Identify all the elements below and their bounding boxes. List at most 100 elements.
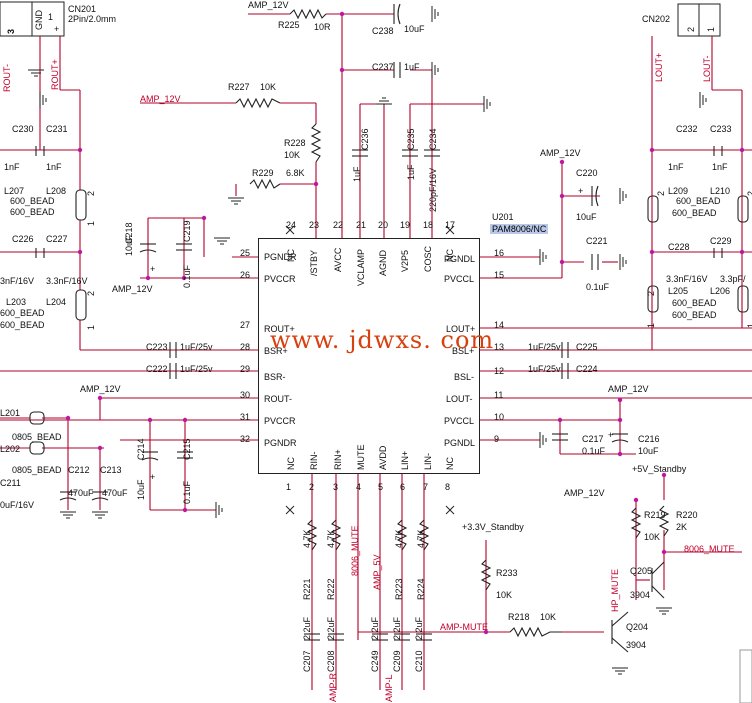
pin-name: PGNDL	[444, 254, 476, 264]
c230-ref: C230	[12, 124, 34, 134]
pin-name: PVCCL	[444, 416, 475, 426]
l209-ref: L209	[668, 186, 689, 196]
cn201-ref: CN201	[68, 4, 97, 14]
pin-name: ROUT+	[264, 324, 295, 334]
cn202-ref: CN202	[642, 14, 671, 24]
cn201-desc: 2Pin/2.0mm	[68, 14, 117, 24]
c225-ref: C225	[576, 342, 598, 352]
ic-part-number: PAM8006/NC	[490, 224, 549, 234]
amp12v-net-r227: AMP_12V	[140, 94, 181, 104]
pin-num: 14	[494, 320, 505, 330]
c234-ref: C234	[428, 128, 438, 150]
c224-value: 1uF/25v	[528, 364, 561, 374]
c226-ref: C226	[12, 234, 34, 244]
l210-pin2: 2	[746, 191, 752, 196]
r228-value: 10K	[284, 150, 301, 160]
hpmute-net: HP_MUTE	[610, 568, 620, 612]
c231-value: 1nF	[46, 162, 62, 172]
c223-value: 1uF/25v	[180, 342, 213, 352]
c218-plus: +	[150, 264, 156, 274]
wire-net	[0, 13, 752, 690]
pin-name: BSR-	[264, 372, 286, 382]
l209-value: 600_BEAD	[676, 196, 721, 206]
c211-value: 0uF/16V	[0, 500, 35, 510]
pin-num: 19	[400, 220, 411, 230]
c207-ref: C207	[302, 650, 312, 672]
c236-value: 1uF	[352, 166, 362, 182]
c231-ref: C231	[46, 124, 68, 134]
r218-value: 10K	[540, 612, 557, 622]
pin-name: NC	[286, 249, 296, 262]
q204-value: 3904	[626, 640, 647, 650]
l205-ref: L205	[668, 286, 689, 296]
q205-value: 3904	[630, 590, 651, 600]
c210-ref: C210	[414, 650, 424, 672]
lout-plus-net: LOUT+	[654, 52, 664, 82]
pin-name: RIN+	[333, 449, 343, 470]
c217-plus: +	[608, 430, 614, 440]
c237-ref: C237	[372, 62, 394, 72]
r221-ref: R221	[302, 578, 312, 600]
pin-num: 7	[423, 482, 429, 492]
lout-minus-net: LOUT-	[702, 55, 712, 82]
r218-ref: R218	[508, 612, 530, 622]
c249-ref: C249	[370, 650, 380, 672]
pin-name: PGNDR	[264, 438, 297, 448]
c220-plus: +	[578, 186, 584, 196]
pin-name: PVCCR	[264, 416, 296, 426]
pin-name: BSL+	[452, 346, 475, 356]
cn201-pin3-label: 3	[6, 28, 16, 34]
r220-ref: R220	[676, 510, 698, 520]
r224-ref: R224	[416, 578, 426, 600]
c209-ref: C209	[392, 650, 402, 672]
amp12v-net-mute: AMP_12V	[564, 488, 605, 498]
amp5v-net: AMP_5V	[372, 554, 382, 590]
pin-num: 10	[494, 412, 505, 422]
pin-num: 31	[240, 412, 251, 422]
pin-num: 9	[494, 434, 500, 444]
c215-value: 0.1uF	[182, 480, 192, 504]
c236-ref: C236	[360, 128, 370, 150]
c230-value: 1nF	[4, 162, 20, 172]
c209-value: 2.2uF	[392, 616, 402, 640]
cn202-pin1-label: 1	[706, 26, 716, 32]
amp12v-net-l2: AMP_12V	[80, 384, 121, 394]
pin-name: AVCC	[333, 247, 343, 272]
amp12v-net-top: AMP_12V	[248, 0, 289, 10]
pin-name: RIN-	[309, 451, 319, 471]
pin-name: PGNDL	[444, 438, 476, 448]
c232-ref: C232	[676, 124, 698, 134]
c212-ref: C212	[68, 465, 90, 475]
pin-num: 16	[494, 248, 505, 258]
ground-symbols	[28, 6, 707, 675]
c238-ref: C238	[372, 26, 394, 36]
q205-ref: Q205	[630, 566, 653, 576]
rout-minus-net: ROUT-	[2, 64, 12, 92]
c233-value: 1nF	[712, 162, 728, 172]
l205-pin2: 2	[646, 290, 656, 296]
mute8006-net-b: 8006_MUTE	[350, 525, 360, 576]
pin-num: 1	[286, 482, 292, 492]
l210-value: 600_BEAD	[672, 208, 717, 218]
pin-name: AGND	[378, 249, 388, 276]
pin-num: 22	[333, 220, 344, 230]
r222-ref: R222	[326, 578, 336, 600]
pin-num: 26	[240, 270, 251, 280]
pin-name: MUTE	[356, 444, 366, 471]
l206-ref: L206	[710, 286, 731, 296]
ampl-net: AMP-L	[384, 674, 394, 702]
l206-pin1: 1	[746, 323, 752, 328]
c214-value: 10uF	[136, 479, 146, 500]
r220-value: 2K	[676, 522, 688, 532]
r225-ref: R225	[278, 20, 300, 30]
r219-value: 10K	[644, 532, 661, 542]
pin-name: PVCCR	[264, 274, 296, 284]
r223-ref: R223	[394, 578, 404, 600]
pin-num: 5	[378, 482, 384, 492]
r233-value: 10K	[496, 590, 513, 600]
pin-name: AVDD	[378, 445, 388, 470]
c219-ref: C219	[182, 220, 192, 242]
c249-value: 2.2uF	[370, 616, 380, 640]
c221-value: 0.1uF	[586, 282, 610, 292]
